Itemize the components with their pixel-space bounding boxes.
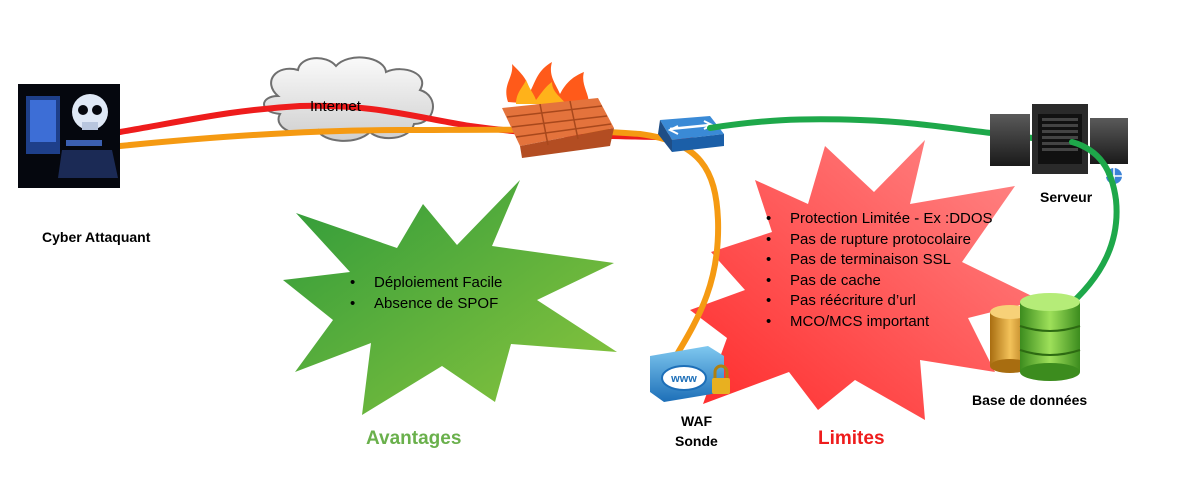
limit-item: Pas de cache [762, 271, 1032, 292]
database-link-line [1061, 139, 1120, 313]
limit-item: Pas de rupture protocolaire [762, 230, 1032, 251]
advantages-list: Déploiement Facile Absence de SPOF [346, 273, 566, 314]
server-rack-icon [990, 104, 1128, 184]
waf-label-line2: Sonde [675, 433, 718, 449]
server-label: Serveur [1040, 189, 1093, 205]
limit-item: Pas de terminaison SSL [762, 250, 1032, 271]
limits-title: Limites [818, 428, 885, 449]
internet-label: Internet [310, 98, 361, 115]
limits-list: Protection Limitée - Ex :DDOS Pas de rup… [762, 209, 1032, 332]
waf-label-line1: WAF [681, 413, 713, 429]
waf-probe-icon: www [650, 346, 730, 402]
advantage-item: Absence de SPOF [346, 294, 566, 315]
hacker-skull-icon [18, 84, 120, 188]
limit-item: Protection Limitée - Ex :DDOS [762, 209, 1032, 230]
advantage-item: Déploiement Facile [346, 273, 566, 294]
network-switch-icon [658, 116, 724, 152]
limit-item: Pas réécriture d’url [762, 291, 1032, 312]
firewall-icon [502, 62, 614, 158]
attacker-label: Cyber Attaquant [42, 229, 151, 245]
database-label: Base de données [972, 392, 1088, 408]
limit-item: MCO/MCS important [762, 312, 1032, 333]
advantages-title: Avantages [366, 428, 462, 449]
svg-text:www: www [670, 373, 697, 385]
